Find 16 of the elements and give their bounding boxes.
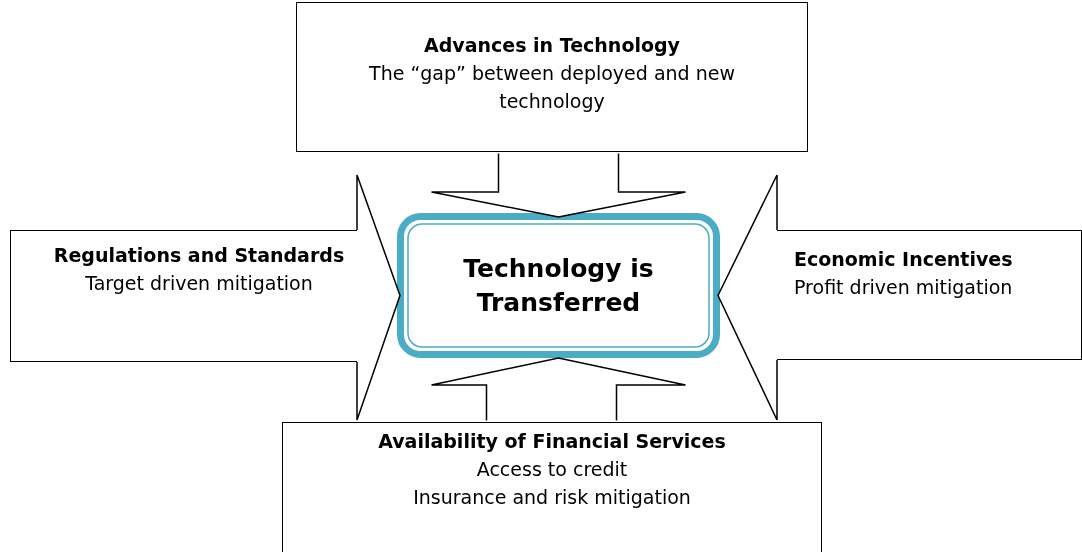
block-arrow [356, 174, 401, 421]
callout-text: Profit driven mitigation [794, 275, 1014, 300]
callout-text: The “gap” between deployed and new technology [368, 61, 736, 114]
callout-box [282, 422, 822, 552]
callout-heading: Availability of Financial Services [378, 429, 726, 454]
callout-text: Target driven mitigation [85, 271, 313, 296]
block-arrow [717, 174, 778, 421]
callout-heading: Economic Incentives [794, 247, 1014, 272]
callout-box [296, 2, 808, 152]
block-arrow [430, 152, 687, 218]
center-label: Technology is Transferred [462, 252, 655, 319]
callout-heading: Regulations and Standards [53, 243, 345, 268]
callout-text: Access to credit [476, 457, 628, 482]
callout-text: Insurance and risk mitigation [413, 485, 691, 510]
block-arrow [430, 357, 687, 422]
callout-heading: Advances in Technology [424, 33, 680, 58]
